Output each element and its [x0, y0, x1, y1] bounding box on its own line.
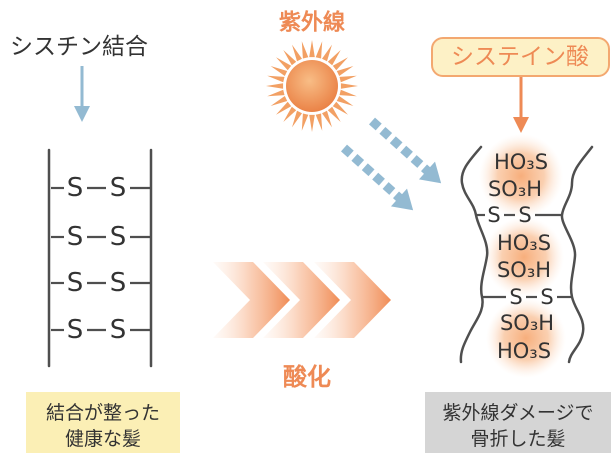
- uv-label: 紫外線: [279, 10, 345, 36]
- cystine-bond-title: シスチン結合: [10, 34, 148, 60]
- sun-ray: [327, 50, 341, 66]
- sun-ray: [301, 41, 309, 59]
- sulfur-atom: S: [509, 285, 522, 309]
- caption-box: [425, 392, 611, 453]
- disulfide-bond: S S: [477, 203, 562, 227]
- cysteic-acid-label-text: システイン酸: [451, 44, 589, 70]
- sun-ray: [336, 66, 354, 76]
- oxidation-label: 酸化: [283, 363, 331, 391]
- healthy-hair-caption: 結合が整った 健康な髪: [26, 392, 180, 453]
- sulfur-atom: S: [67, 222, 84, 252]
- sun-ray: [301, 113, 309, 131]
- sun-ray: [270, 66, 288, 76]
- oxidation-panel: 酸化: [213, 262, 391, 391]
- disulfide-bond: S S: [51, 222, 150, 252]
- sun-ray: [270, 96, 288, 106]
- sulfur-atom: S: [518, 203, 531, 227]
- sun-ray: [283, 106, 297, 122]
- sun-ray: [292, 44, 302, 62]
- sun-ray: [276, 101, 292, 115]
- sun-icon: [266, 40, 358, 132]
- sulfonic-acid-group: SO₃H: [488, 177, 542, 201]
- caption-line: 骨折した髪: [470, 428, 565, 450]
- caption-line: 結合が整った: [46, 402, 160, 424]
- damage-glow: [486, 298, 566, 378]
- sulfonic-acid-group: HO₃S: [497, 339, 551, 363]
- arrow-down-icon: [513, 77, 529, 133]
- sun-ray: [266, 83, 284, 89]
- sulfur-atom: S: [487, 203, 500, 227]
- sun-ray: [309, 114, 315, 132]
- disulfide-bond: S S: [483, 285, 571, 309]
- oxidation-chevrons: [213, 262, 391, 338]
- sun-ray: [267, 75, 285, 83]
- sulfur-atom: S: [110, 315, 127, 345]
- disulfide-bond: S S: [51, 268, 150, 298]
- damage-glow: [479, 134, 563, 218]
- sulfur-atom: S: [540, 285, 553, 309]
- cysteic-acid-panel: システイン酸 HO₃S SO₃H S S HO₃S SO₃H S S: [425, 37, 611, 453]
- sun-rays: [266, 40, 358, 132]
- uv-ray-arrow: [368, 117, 442, 184]
- sulfur-atom: S: [110, 268, 127, 298]
- arrow-head: [390, 188, 414, 211]
- sulfonic-acid-group: HO₃S: [494, 150, 548, 174]
- caption-line: 健康な髪: [65, 428, 141, 450]
- sun-ray: [315, 113, 323, 131]
- arrow-shaft: [368, 117, 432, 176]
- sulfonic-acid-group: SO₃H: [500, 311, 554, 335]
- sun-ray: [276, 57, 292, 71]
- caption-box: [26, 392, 180, 453]
- damaged-hair-caption: 紫外線ダメージで 骨折した髪: [425, 392, 611, 453]
- sun-disc: [286, 60, 338, 112]
- wavy-keratin-chain-right: [560, 145, 594, 364]
- sun-ray: [267, 89, 285, 97]
- sulfonic-acid-group: HO₃S: [497, 231, 551, 255]
- sun-ray: [336, 96, 354, 106]
- sun-ray: [322, 110, 332, 128]
- arrow-head: [418, 161, 442, 184]
- arrow-head: [74, 106, 90, 122]
- sun-ray: [332, 101, 348, 115]
- sulfur-atom: S: [110, 173, 127, 203]
- cysteic-acid-label: システイン酸: [431, 37, 610, 77]
- sun-ray: [315, 41, 323, 59]
- arrow-head: [513, 117, 529, 133]
- damage-glow: [484, 217, 564, 297]
- arrow-shaft: [340, 144, 404, 203]
- label-box: [431, 37, 610, 77]
- sun-ray: [327, 106, 341, 122]
- arrow-down-icon: [74, 66, 90, 122]
- disulfide-bond: S S: [51, 315, 150, 345]
- uv-ray-arrow: [340, 144, 414, 211]
- uv-panel: 紫外線: [266, 10, 442, 211]
- chevron-arrow: [213, 262, 290, 338]
- sulfur-atom: S: [67, 173, 84, 203]
- chevron-arrow: [314, 262, 391, 338]
- caption-line: 紫外線ダメージで: [442, 402, 593, 424]
- sulfur-atom: S: [67, 268, 84, 298]
- sun-ray: [339, 89, 357, 97]
- sun-ray: [322, 44, 332, 62]
- sulfonic-acid-group: SO₃H: [497, 258, 551, 282]
- cystine-panel: シスチン結合 S S S S S S: [10, 34, 180, 453]
- disulfide-bond: S S: [51, 173, 150, 203]
- sun-ray: [339, 75, 357, 83]
- sun-ray: [340, 83, 358, 89]
- sun-ray: [332, 57, 348, 71]
- sun-ray: [292, 110, 302, 128]
- sun-ray: [309, 40, 315, 58]
- sulfur-atom: S: [110, 222, 127, 252]
- sulfur-atom: S: [67, 315, 84, 345]
- wavy-keratin-chain-left: [459, 145, 489, 364]
- chevron-arrow: [263, 262, 340, 338]
- sun-ray: [283, 50, 297, 66]
